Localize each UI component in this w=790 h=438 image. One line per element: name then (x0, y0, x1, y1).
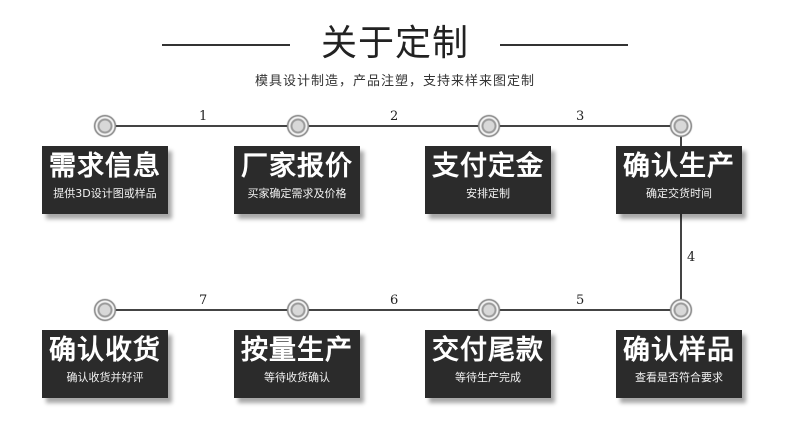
connector-line-top (104, 125, 682, 127)
connector-number-6: 6 (390, 293, 399, 308)
step-desc: 查看是否符合要求 (635, 371, 723, 384)
connector-number-3: 3 (576, 109, 585, 124)
step-desc: 安排定制 (466, 187, 510, 200)
title-divider-right (500, 44, 628, 46)
connector-number-4: 4 (687, 250, 696, 265)
title-divider-left (162, 44, 290, 46)
step-node-2 (287, 115, 309, 137)
step-desc: 确认收货并好评 (66, 371, 144, 384)
step-card-1: 需求信息 提供3D设计图或样品 (42, 146, 168, 214)
step-card-6: 交付尾款 等待生产完成 (425, 330, 551, 398)
step-card-8: 确认收货 确认收货并好评 (42, 330, 168, 398)
step-title: 厂家报价 (241, 151, 353, 182)
step-title: 交付尾款 (432, 335, 544, 366)
step-node-6 (478, 299, 500, 321)
page-title: 关于定制 (320, 23, 469, 64)
step-title: 确认样品 (623, 335, 735, 366)
step-node-3 (478, 115, 500, 137)
connector-number-2: 2 (390, 109, 399, 124)
step-desc: 买家确定需求及价格 (247, 187, 347, 200)
connector-number-1: 1 (199, 109, 208, 124)
step-title: 确认收货 (49, 335, 161, 366)
step-desc: 确定交货时间 (646, 187, 712, 200)
step-desc: 等待收货确认 (264, 371, 330, 384)
step-node-4 (670, 115, 692, 137)
connector-line-right (680, 126, 682, 310)
step-node-5 (670, 299, 692, 321)
connector-line-bottom (104, 309, 682, 311)
step-card-7: 按量生产 等待收货确认 (234, 330, 360, 398)
step-title: 需求信息 (49, 151, 161, 182)
step-card-2: 厂家报价 买家确定需求及价格 (234, 146, 360, 214)
step-node-8 (94, 299, 116, 321)
step-card-5: 确认样品 查看是否符合要求 (616, 330, 742, 398)
step-title: 按量生产 (241, 335, 353, 366)
header: 关于定制 (0, 22, 790, 66)
step-node-7 (287, 299, 309, 321)
step-card-4: 确认生产 确定交货时间 (616, 146, 742, 214)
page-subtitle: 模具设计制造，产品注塑，支持来样来图定制 (254, 74, 535, 89)
connector-number-7: 7 (199, 293, 208, 308)
step-card-3: 支付定金 安排定制 (425, 146, 551, 214)
step-desc: 等待生产完成 (455, 371, 521, 384)
step-title: 支付定金 (432, 151, 544, 182)
step-desc: 提供3D设计图或样品 (53, 187, 157, 200)
step-node-1 (94, 115, 116, 137)
step-title: 确认生产 (623, 151, 735, 182)
connector-number-5: 5 (576, 293, 585, 308)
